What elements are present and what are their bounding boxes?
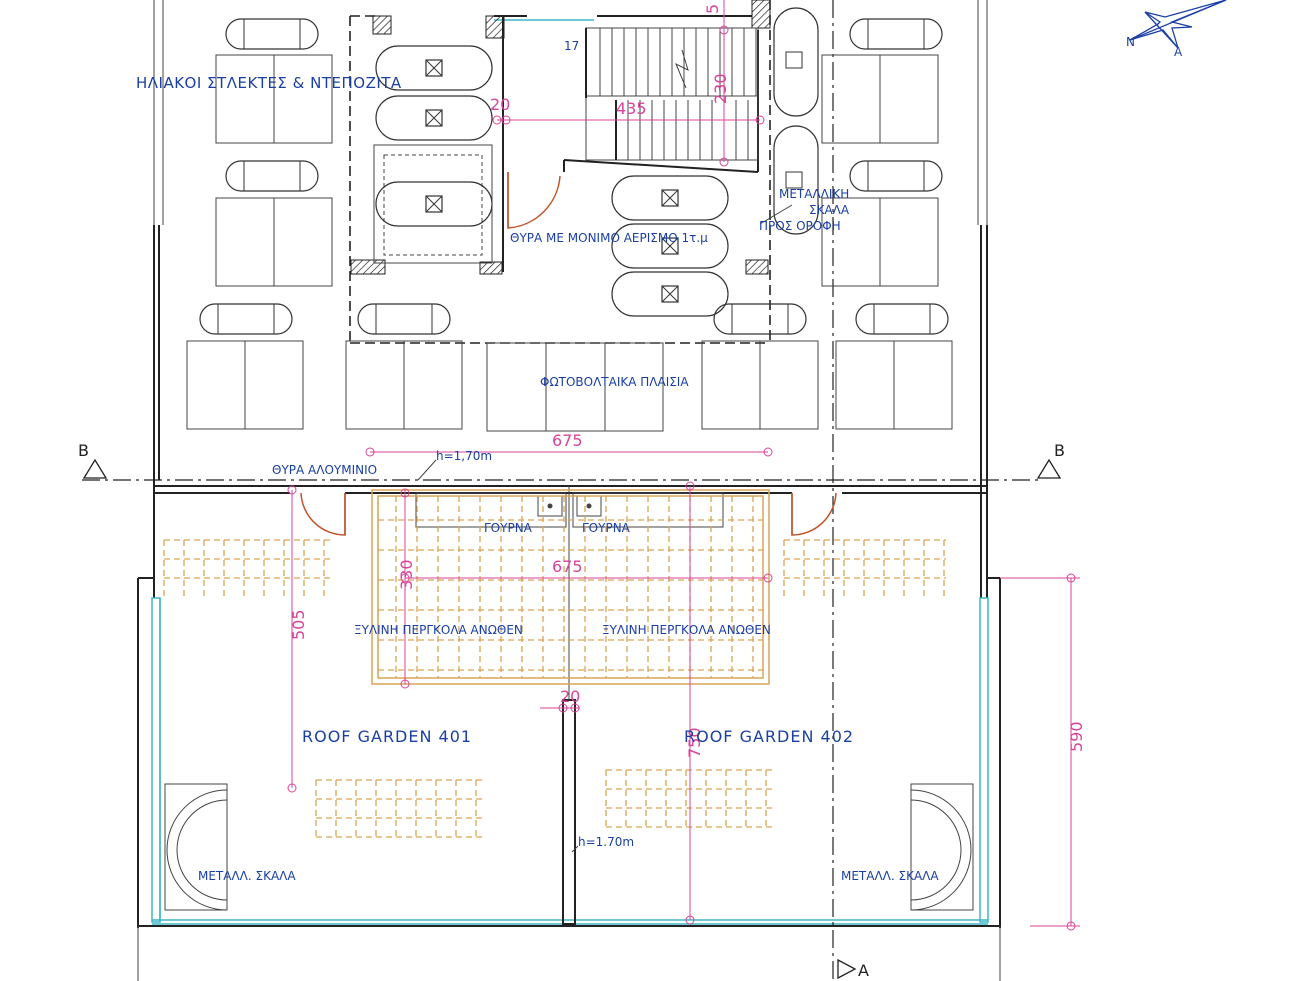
dim-435: 435 xyxy=(616,99,647,118)
dim-5: 5 xyxy=(703,4,722,14)
label-metal-stair-left: ΜΕΤΑΛΛ. ΣΚΑΛΑ xyxy=(198,869,296,883)
label-solar-heaters: ΗΛΙΑΚΟΙ ΣΤΛΕΚΤΕΣ & ΝΤΕΠΟΖΙΤΑ xyxy=(136,74,402,92)
dimension-lines xyxy=(287,0,1080,931)
label-metal-ladder-3: ΠΡΟΣ ΟΡΟΦΗ xyxy=(759,219,841,233)
north-a-label: A xyxy=(1174,45,1183,59)
label-roof-garden-402: ROOF GARDEN 402 xyxy=(684,727,854,746)
dim-20-top: 20 xyxy=(490,95,510,114)
stair-step-count: 17 xyxy=(564,39,579,53)
dim-505: 505 xyxy=(289,609,308,640)
dim-675-mid: 675 xyxy=(552,557,583,576)
dim-330: 330 xyxy=(397,559,416,590)
spiral-stair-left xyxy=(164,783,228,911)
photovoltaic-panels xyxy=(186,303,953,432)
dim-230: 230 xyxy=(711,73,730,104)
core-doors xyxy=(507,172,561,229)
label-door-aluminium: ΘΥΡΑ ΑΛΟΥΜΙΝΙΟ xyxy=(272,463,377,477)
label-door-ventilation: ΘΥΡΑ ΜΕ ΜΟΝΙΜΟ ΑΕΡΙΣΜΟ 1τ.μ xyxy=(510,231,708,245)
label-pergola-left: ΞΥΛΙΝΗ ΠΕΡΓΚΟΛΑ ΑΝΩΘΕΝ xyxy=(354,623,523,637)
section-marker-b-left: B xyxy=(78,441,108,479)
pergola xyxy=(371,489,770,685)
label-roof-garden-401: ROOF GARDEN 401 xyxy=(302,727,472,746)
section-marker-a: A xyxy=(837,958,869,980)
label-gutter-left: ΓΟΥΡΝΑ xyxy=(484,521,533,535)
stair-core-outline xyxy=(349,0,771,344)
label-metal-ladder-1: ΜΕΤΑΛΛΙΚΗ xyxy=(779,187,849,201)
dim-590: 590 xyxy=(1067,721,1086,752)
dim-675-top: 675 xyxy=(552,431,583,450)
section-marker-b-right: B xyxy=(1036,441,1065,479)
section-label-a: A xyxy=(858,961,869,980)
label-photovoltaic: ΦΩΤΟΒΟΛΤΑΙΚΑ ΠΛΑΙΣΙΑ xyxy=(540,375,689,389)
section-label-b-right: B xyxy=(1054,441,1065,460)
compass-rose-icon: N A xyxy=(1126,0,1227,59)
partition-wall xyxy=(562,486,576,925)
storage-room xyxy=(373,144,493,264)
dim-750: 750 xyxy=(685,727,704,758)
label-height-top: h=1,70m xyxy=(436,449,492,463)
label-gutter-right: ΓΟΥΡΝΑ xyxy=(582,521,631,535)
water-tanks xyxy=(375,7,819,317)
section-axes xyxy=(82,0,1040,981)
label-pergola-right: ΞΥΛΙΝΗ ΠΕΡΓΚΟΛΑ ΑΝΩΘΕΝ xyxy=(602,623,771,637)
terrace-doors xyxy=(300,492,837,536)
north-label: N xyxy=(1126,35,1135,49)
columns xyxy=(350,0,771,275)
section-label-b-left: B xyxy=(78,441,89,460)
pergola-grid-patches xyxy=(163,539,946,838)
label-metal-ladder-2: ΣΚΑΛΑ xyxy=(809,203,850,217)
label-height-bottom: h=1.70m xyxy=(578,835,634,849)
dim-20-bottom: 20 xyxy=(560,687,580,706)
solar-collectors xyxy=(215,18,943,287)
label-metal-stair-right: ΜΕΤΑΛΛ. ΣΚΑΛΑ xyxy=(841,869,939,883)
spiral-stair-right xyxy=(910,783,974,911)
